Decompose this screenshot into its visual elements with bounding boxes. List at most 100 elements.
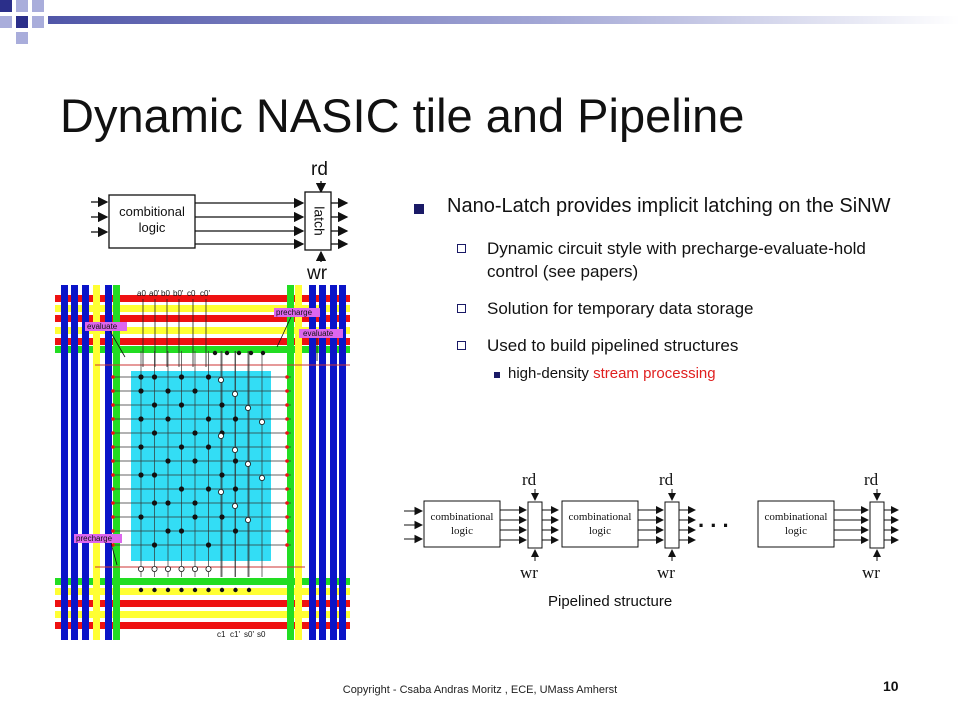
wr-label: wr (862, 563, 880, 582)
junction-dot (151, 472, 158, 478)
latch-block (869, 501, 885, 549)
junction-dot (232, 528, 239, 534)
evaluate-tag (299, 329, 343, 338)
precharge-tag (74, 534, 122, 543)
pullup-dot (285, 459, 289, 463)
pipeline-caption: Pipelined structure (548, 593, 673, 610)
stage-label: logic (451, 525, 473, 537)
evaluate-tag (85, 322, 127, 331)
accent-square (32, 16, 44, 28)
bullet-subsub: high-density stream processing (414, 364, 894, 384)
junction-dot (138, 514, 144, 520)
vertical-rail (319, 285, 326, 640)
pullup-dot (111, 375, 115, 379)
bullet-list: Nano-Latch provides implicit latching on… (414, 193, 894, 384)
junction-dot (165, 587, 171, 593)
latch-node (217, 488, 224, 495)
vertical-rail (93, 285, 100, 640)
pullup-dot (285, 473, 289, 477)
pullup-dot (285, 543, 289, 547)
latch-node (151, 565, 158, 572)
stage-logic-block (423, 500, 501, 548)
junction-dot (192, 587, 198, 593)
tile-output-label: c1 (217, 630, 226, 639)
horizontal-rail (55, 588, 350, 595)
latch-node (178, 565, 185, 572)
pullup-dot (285, 417, 289, 421)
junction-dot (232, 416, 239, 422)
bullet-subsub-highlight: stream processing (593, 365, 716, 382)
junction-dot (206, 587, 211, 593)
vertical-rail (113, 285, 120, 640)
pointer-line (110, 542, 118, 566)
junction-dot (165, 416, 171, 422)
precharge-label: precharge (276, 308, 313, 317)
tile-input-label: a0 (137, 289, 146, 298)
vertical-rail (287, 285, 294, 640)
pullup-dot (111, 389, 115, 393)
vertical-rail (309, 285, 316, 640)
bullet-main: Nano-Latch provides implicit latching on… (414, 193, 894, 220)
junction-dot (205, 374, 212, 380)
vertical-rail (295, 285, 302, 640)
pointer-line (109, 330, 126, 358)
pipeline-diagram: combinational logic rd wr combinational logic… (404, 470, 899, 582)
precharge-label: precharge (76, 534, 113, 543)
tile-input-label: b0' (173, 289, 184, 298)
stage-label: combinational (765, 511, 828, 523)
junction-dot (138, 472, 144, 478)
vertical-rail (82, 285, 89, 640)
accent-square (32, 0, 44, 12)
stage-logic-block (757, 500, 835, 548)
tile-input-label: a0' (149, 289, 160, 298)
latch-block (304, 191, 332, 251)
horizontal-rail (55, 315, 350, 322)
stage-label: combinational (569, 511, 632, 523)
junction-dot (219, 402, 225, 408)
junction-dot (212, 350, 218, 356)
junction-dot (248, 350, 254, 356)
vertical-rail (71, 285, 78, 640)
junction-dot (138, 444, 144, 450)
junction-dot (236, 350, 242, 356)
horizontal-rail (55, 346, 350, 353)
latch-node (165, 565, 172, 572)
stage-logic-block (561, 500, 639, 548)
horizontal-rail (55, 295, 350, 302)
pullup-dot (111, 459, 115, 463)
rd-label: rd (864, 470, 879, 489)
pullup-dot (111, 515, 115, 519)
stage-label: logic (785, 525, 807, 537)
latch-node (138, 565, 145, 572)
accent-square (16, 0, 28, 12)
latch-label: latch (311, 206, 327, 236)
bullet-sub-1: Dynamic circuit style with precharge-eva… (414, 237, 894, 283)
junction-dot (178, 402, 185, 408)
junction-dot (138, 374, 144, 380)
latch-node (258, 418, 265, 425)
tile-output-label: c1' (230, 630, 240, 639)
latch-node (217, 432, 224, 439)
junction-dot (178, 374, 185, 380)
horizontal-rail (55, 338, 350, 345)
stage-label: logic (589, 525, 611, 537)
junction-dot (151, 374, 158, 380)
junction-dot (179, 587, 184, 593)
vertical-rail (61, 285, 68, 640)
pullup-dot (285, 389, 289, 393)
wr-label: wr (306, 263, 328, 284)
junction-dot (232, 486, 239, 492)
junction-dot (219, 514, 225, 520)
junction-dot (138, 388, 144, 394)
stage-label: combinational (431, 511, 494, 523)
pullup-dot (111, 431, 115, 435)
slide-title: Dynamic NASIC tile and Pipeline (60, 89, 745, 142)
latch-node (244, 460, 251, 467)
latch-node (191, 565, 198, 572)
junction-dot (260, 350, 266, 356)
junction-dot (178, 444, 185, 450)
latch-node (231, 391, 238, 398)
logic-block (108, 194, 196, 249)
junction-dot (224, 350, 230, 356)
latch-node (244, 405, 251, 412)
